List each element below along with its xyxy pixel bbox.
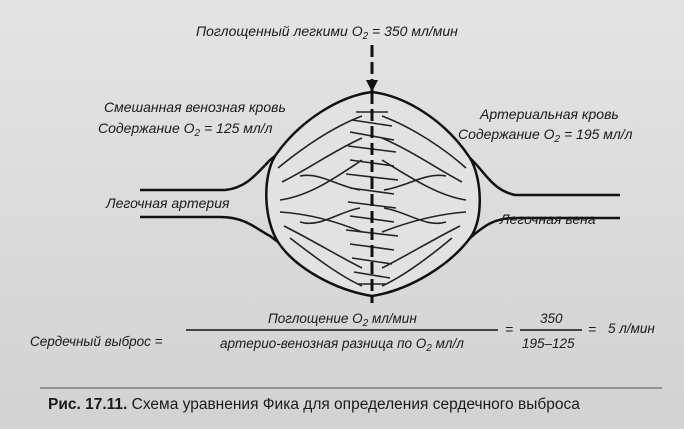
pulmonary-vein-vessel — [469, 157, 620, 239]
mixed-venous-content: Содержание O2 = 125 мл/л — [98, 120, 273, 139]
pulmonary-vein-label: Легочная вена — [500, 211, 596, 227]
arterial-content: Содержание O2 = 195 мл/л — [458, 126, 633, 145]
value-numerator: 350 — [540, 311, 563, 326]
value-denominator: 195–125 — [522, 336, 575, 351]
equation-numerator: Поглощение O2 мл/мин — [268, 311, 417, 329]
caption-label: Рис. 17.11. — [48, 396, 128, 413]
equation-result: 5 л/мин — [608, 321, 655, 336]
caption-text: Схема уравнения Фика для определения сер… — [131, 396, 580, 413]
arterial-title: Артериальная кровь — [480, 106, 619, 122]
oxygen-uptake-label: Поглощенный легкими O2 = 350 мл/мин — [196, 23, 458, 42]
mixed-venous-title: Смешанная венозная кровь — [104, 99, 286, 115]
capillary-branches — [277, 111, 467, 287]
equation-equals-1: = — [505, 321, 514, 337]
equation-equals-2: = — [588, 321, 597, 337]
figure-caption: Рис. 17.11. Схема уравнения Фика для опр… — [48, 396, 580, 414]
pulmonary-artery-label: Легочная артерия — [106, 195, 230, 211]
equation-lhs: Сердечный выброс = — [30, 334, 163, 349]
pulmonary-artery-vessel — [140, 155, 279, 243]
equation-denominator: артерио-венозная разница по O2 мл/л — [220, 336, 464, 354]
